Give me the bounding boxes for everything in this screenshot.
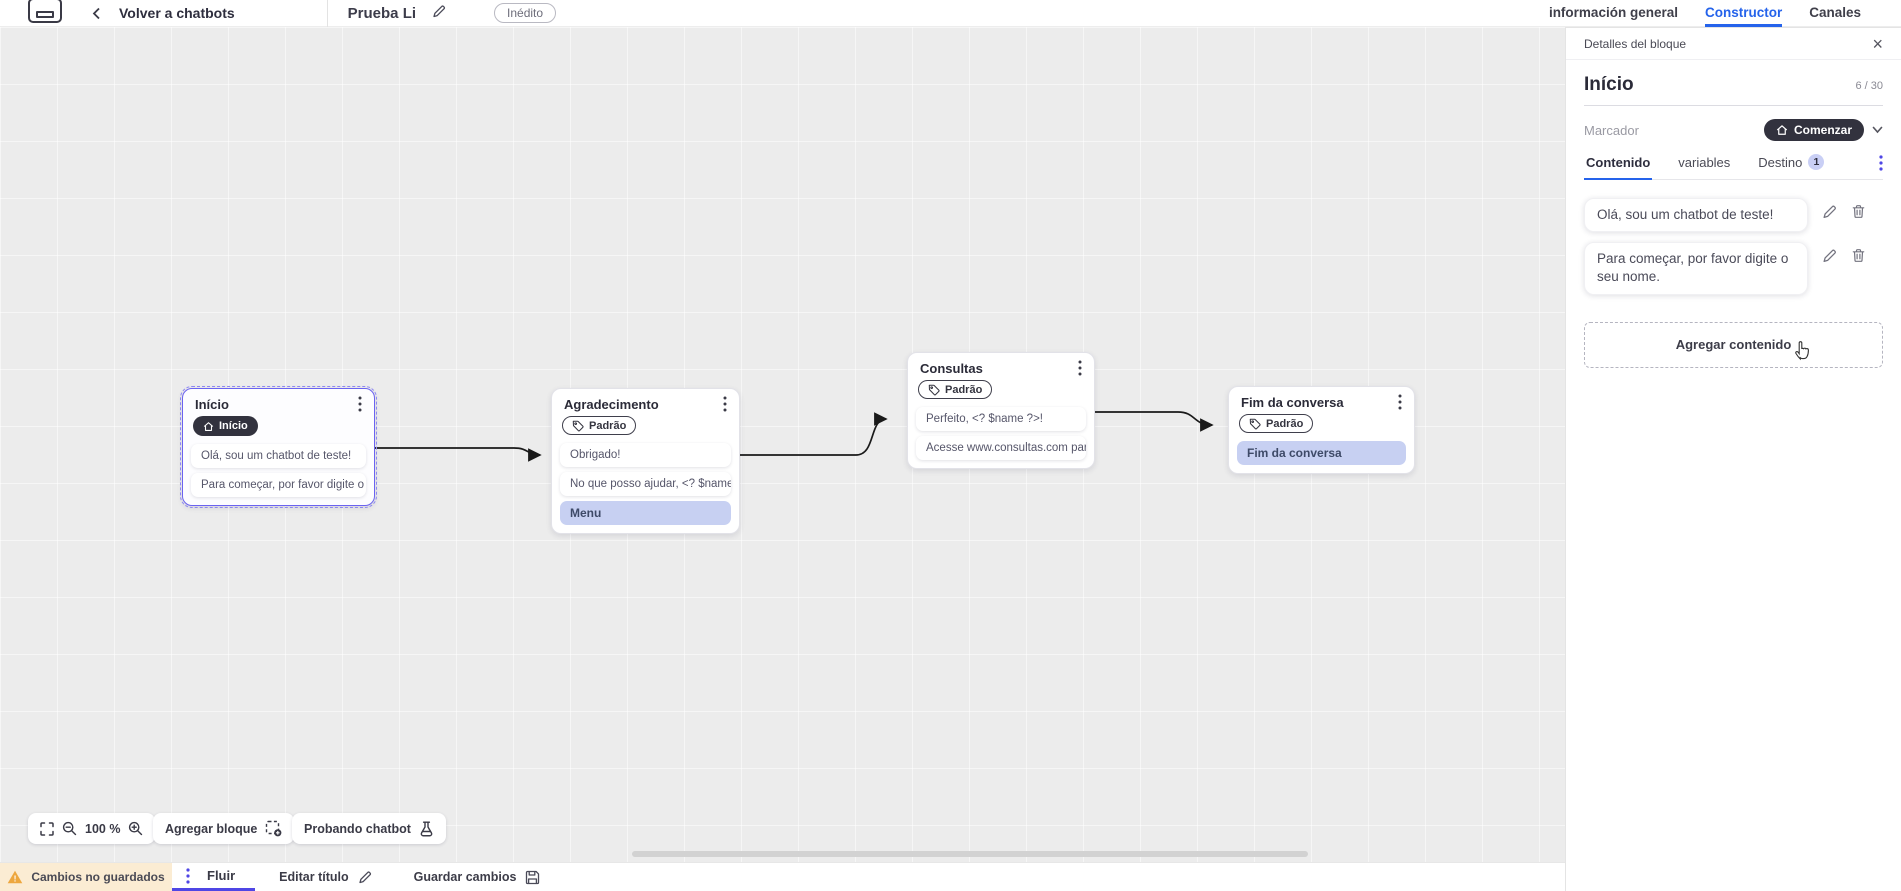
fit-screen-icon[interactable] — [40, 821, 54, 836]
edit-title-button[interactable]: Editar título — [279, 863, 371, 891]
block-title: Consultas — [920, 360, 983, 376]
char-counter: 6 / 30 — [1855, 80, 1883, 92]
app-logo — [28, 0, 62, 23]
svg-text:!: ! — [14, 874, 17, 884]
chevron-left-icon — [92, 7, 100, 19]
topbar-divider — [326, 0, 328, 27]
zoom-level: 100 % — [85, 821, 121, 836]
block-title: Fim da conversa — [1241, 394, 1344, 410]
delete-content-icon[interactable] — [1851, 248, 1866, 268]
destination-count-badge: 1 — [1808, 154, 1825, 170]
add-content-button[interactable]: Agregar contenido — [1584, 321, 1883, 368]
block-message-row[interactable]: Obrigado! — [560, 443, 731, 467]
block-menu-icon[interactable] — [1398, 394, 1402, 410]
tab-canales[interactable]: Canales — [1809, 5, 1861, 20]
panel-menu-icon[interactable] — [1879, 155, 1883, 171]
content-item: Para começar, por favor digite o seu nom… — [1584, 242, 1883, 295]
tag-icon — [928, 384, 940, 395]
flow-block-fim[interactable]: Fim da conversa Padrão Fim da conversa — [1228, 386, 1415, 474]
save-icon — [526, 870, 540, 884]
block-end-row[interactable]: Fim da conversa — [1237, 441, 1406, 465]
block-title: Início — [195, 396, 229, 412]
content-text[interactable]: Olá, sou um chatbot de teste! — [1584, 198, 1808, 233]
marker-label: Marcador — [1584, 122, 1639, 138]
block-message-row[interactable]: Perfeito, <? $name ?>! — [916, 407, 1086, 431]
block-tag-badge: Padrão — [562, 416, 637, 435]
block-type-badge: Início — [193, 416, 258, 436]
block-tag-badge: Padrão — [1239, 414, 1314, 433]
home-icon — [1776, 125, 1788, 135]
status-badge: Inédito — [494, 3, 557, 23]
chatbot-title: Prueba Li — [347, 4, 417, 22]
flask-icon — [420, 821, 433, 836]
tab-variables[interactable]: variables — [1678, 154, 1731, 170]
content-item: Olá, sou um chatbot de teste! — [1584, 198, 1883, 233]
edit-content-icon[interactable] — [1822, 204, 1837, 224]
unsaved-changes-warning: ! Cambios no guardados — [0, 863, 172, 891]
zoom-controls: 100 % — [28, 813, 156, 844]
flow-block-inicio[interactable]: Início Início Olá, sou um chatbot de tes… — [180, 386, 377, 508]
zoom-out-icon[interactable] — [62, 821, 77, 836]
tab-contenido[interactable]: Contenido — [1584, 148, 1653, 180]
flow-canvas[interactable]: Início Início Olá, sou um chatbot de tes… — [0, 27, 1565, 862]
block-name-value: Início — [1584, 74, 1634, 95]
block-menu-icon[interactable] — [1078, 360, 1082, 376]
edit-content-icon[interactable] — [1822, 248, 1837, 268]
flow-block-agradecimento[interactable]: Agradecimento Padrão Obrigado! No que po… — [551, 388, 740, 534]
block-message-row[interactable]: Acesse www.consultas.com par... — [916, 436, 1086, 460]
block-menu-row[interactable]: Menu — [560, 501, 731, 525]
add-block-icon — [266, 820, 282, 837]
chevron-down-icon[interactable] — [1872, 126, 1883, 134]
marker-value-pill[interactable]: Comenzar — [1763, 119, 1864, 141]
block-tag-badge: Padrão — [918, 380, 993, 399]
content-text[interactable]: Para começar, por favor digite o seu nom… — [1584, 242, 1808, 295]
home-icon — [203, 421, 214, 431]
block-message-row[interactable]: Para começar, por favor digite o ... — [191, 473, 366, 497]
flow-block-consultas[interactable]: Consultas Padrão Perfeito, <? $name ?>! … — [907, 352, 1095, 469]
block-menu-icon[interactable] — [723, 396, 727, 412]
block-title: Agradecimento — [564, 396, 659, 412]
back-to-chatbots[interactable]: Volver a chatbots — [92, 5, 235, 21]
block-details-panel: Detalles del bloque × Início 6 / 30 Marc… — [1565, 27, 1901, 891]
zoom-in-icon[interactable] — [128, 821, 143, 836]
delete-content-icon[interactable] — [1851, 204, 1866, 224]
pencil-icon — [358, 871, 371, 884]
tab-informacion-general[interactable]: información general — [1548, 5, 1678, 20]
panel-title: Detalles del bloque — [1584, 37, 1687, 51]
edit-title-icon[interactable] — [432, 4, 446, 23]
close-icon[interactable]: × — [1872, 34, 1883, 54]
warning-icon: ! — [8, 870, 23, 884]
tag-icon — [1249, 418, 1261, 429]
block-message-row[interactable]: Olá, sou um chatbot de teste! — [191, 444, 366, 468]
canvas-horizontal-scrollbar[interactable] — [632, 851, 1308, 857]
test-chatbot-button[interactable]: Probando chatbot — [292, 813, 446, 844]
flow-tab-label: Fluir — [207, 868, 236, 883]
tab-destino[interactable]: Destino 1 — [1756, 147, 1826, 180]
back-label: Volver a chatbots — [119, 5, 235, 21]
tab-constructor[interactable]: Constructor — [1704, 0, 1783, 27]
block-name-field[interactable]: Início 6 / 30 — [1584, 74, 1883, 106]
flow-tab[interactable]: Fluir — [172, 863, 256, 891]
panel-tabs: Contenido variables Destino 1 — [1584, 147, 1883, 180]
flow-menu-icon[interactable] — [186, 867, 190, 884]
save-changes-button[interactable]: Guardar cambios — [414, 863, 541, 891]
add-block-button[interactable]: Agregar bloque — [153, 813, 295, 844]
topbar: Volver a chatbots Prueba Li Inédito info… — [0, 0, 1901, 27]
block-message-row[interactable]: No que posso ajudar, <? $name ... — [560, 472, 731, 496]
tag-icon — [572, 420, 584, 431]
main-tabs: información general Constructor Canales — [1549, 0, 1861, 27]
statusbar: ! Cambios no guardados Fluir Editar títu… — [0, 862, 1565, 891]
block-menu-icon[interactable] — [358, 396, 362, 412]
